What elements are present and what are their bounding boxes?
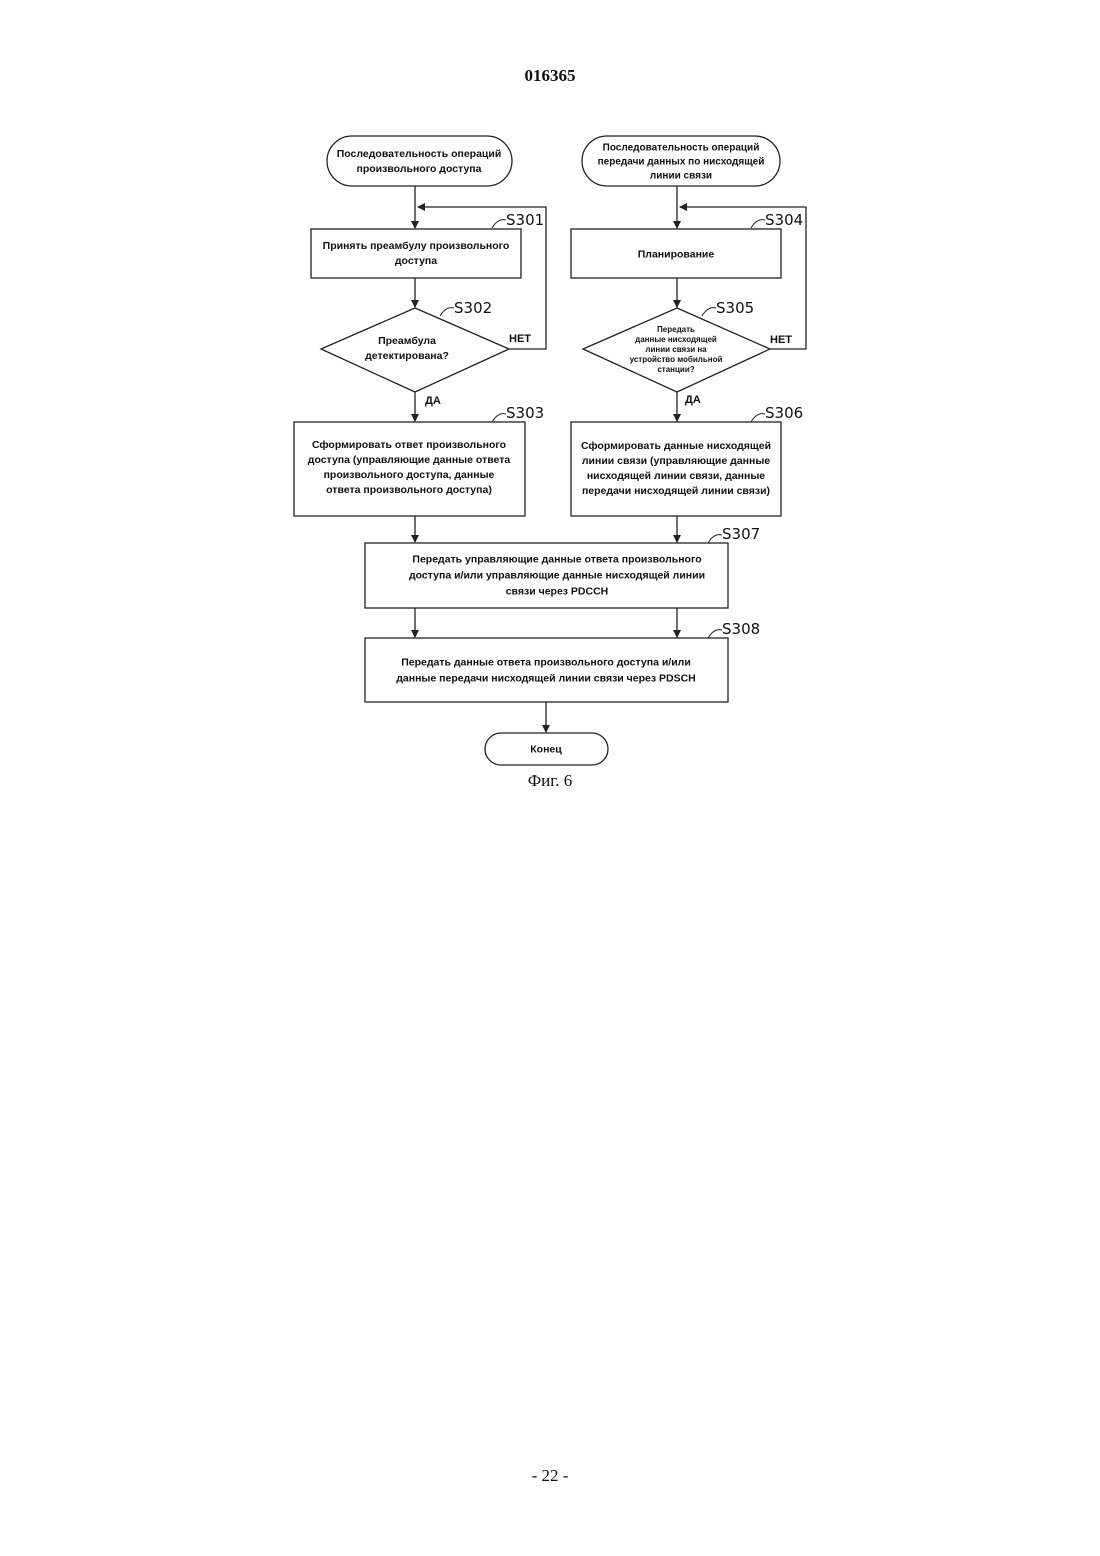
text-line: Последовательность операций	[337, 148, 502, 160]
text-line: передачи нисходящей линии связи)	[582, 485, 770, 497]
leader-s307	[708, 535, 722, 543]
text-line: линии связи на	[645, 345, 707, 354]
start-left-terminal	[327, 136, 512, 186]
s301-process-box	[311, 229, 521, 278]
s305-yes-label: ДА	[685, 394, 701, 406]
s305-label: S305	[716, 299, 754, 317]
page-number: - 22 -	[0, 1466, 1100, 1486]
text-line: детектирована?	[365, 350, 449, 362]
text-line: линии связи (управляющие данные	[582, 455, 770, 467]
text-line: доступа	[395, 255, 437, 267]
text-line: данные нисходящей	[635, 335, 717, 344]
text-line: устройство мобильной	[630, 355, 723, 364]
text-line: Конец	[530, 744, 562, 756]
end-text: Конец	[530, 744, 562, 756]
s307-label: S307	[722, 525, 760, 543]
text-line: Передать управляющие данные ответа произ…	[412, 554, 701, 566]
text-line: доступа и/или управляющие данные нисходя…	[409, 570, 705, 582]
s306-label: S306	[765, 404, 803, 422]
text-line: доступа (управляющие данные ответа	[308, 454, 511, 466]
leader-s302	[440, 308, 454, 316]
s301-label: S301	[506, 211, 544, 229]
leader-s301	[492, 220, 506, 228]
text-line: данные передачи нисходящей линии связи ч…	[396, 673, 696, 685]
s302-label: S302	[454, 299, 492, 317]
s306-process-box	[571, 422, 781, 516]
text-line: Последовательность операций	[603, 143, 760, 154]
text-line: связи через PDCCH	[506, 586, 609, 598]
text-line: Преамбула	[378, 335, 436, 347]
leader-s304	[751, 220, 765, 228]
text-line: линии связи	[650, 171, 712, 182]
s304-text: Планирование	[638, 249, 715, 261]
leader-s306	[751, 414, 765, 422]
text-line: нисходящей линии связи, данные	[587, 470, 765, 482]
text-line: Сформировать ответ произвольного	[312, 439, 506, 451]
leader-s305	[702, 308, 716, 316]
s305-no-label: НЕТ	[770, 334, 792, 346]
text-line: Планирование	[638, 249, 715, 261]
s302-no-label: НЕТ	[509, 333, 531, 345]
s303-label: S303	[506, 404, 544, 422]
text-line: Передать	[657, 325, 695, 334]
text-line: Принять преамбулу произвольного	[323, 240, 510, 252]
text-line: станции?	[657, 365, 694, 374]
text-line: Передать данные ответа произвольного дос…	[401, 657, 691, 669]
flowchart: Последовательность операций произвольного…	[0, 0, 1100, 800]
text-line: произвольного доступа	[357, 163, 482, 175]
leader-s308	[708, 630, 722, 638]
text-line: произвольного доступа, данные	[324, 469, 495, 481]
leader-s303	[492, 414, 506, 422]
s304-label: S304	[765, 211, 803, 229]
s308-label: S308	[722, 620, 760, 638]
figure-caption: Фиг. 6	[0, 771, 1100, 791]
text-line: Сформировать данные нисходящей	[581, 440, 771, 452]
s308-process-box	[365, 638, 728, 702]
s302-yes-label: ДА	[425, 395, 441, 407]
text-line: передачи данных по нисходящей	[598, 157, 765, 168]
text-line: ответа произвольного доступа)	[326, 484, 492, 496]
